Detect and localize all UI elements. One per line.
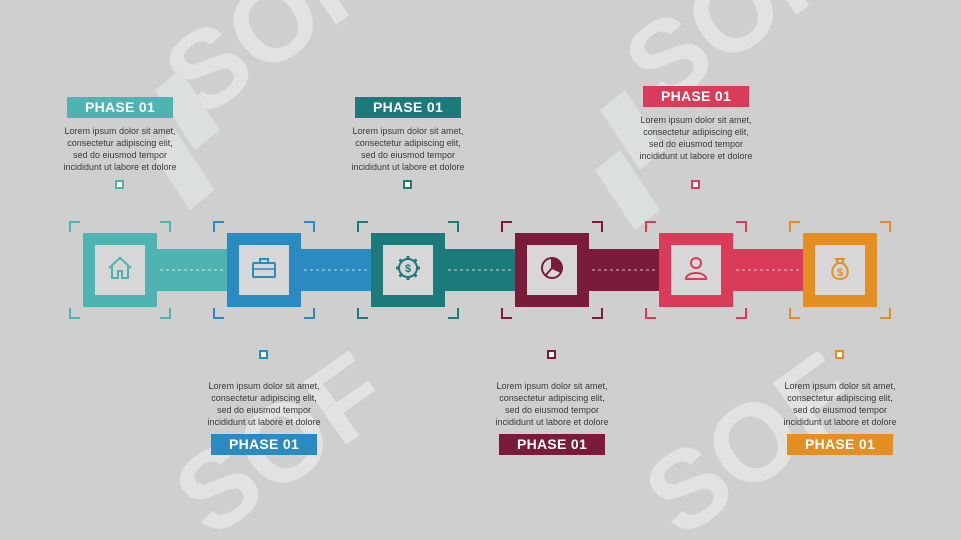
description-line: Lorem ipsum dolor sit amet, bbox=[784, 381, 896, 391]
description-line: incididunt ut labore et dolore bbox=[495, 417, 609, 427]
svg-text:$: $ bbox=[405, 263, 411, 275]
description-line: Lorem ipsum dolor sit amet, bbox=[352, 126, 464, 136]
corner-bracket bbox=[69, 221, 171, 319]
phase-marker bbox=[835, 350, 844, 359]
corner-bracket bbox=[645, 221, 747, 319]
description-line: sed do eiusmod tempor bbox=[72, 150, 168, 160]
corner-bracket bbox=[213, 221, 315, 319]
phase-marker bbox=[115, 180, 124, 189]
description-line: sed do eiusmod tempor bbox=[216, 405, 312, 415]
description-line: incididunt ut labore et dolore bbox=[207, 417, 321, 427]
phase-node-inner bbox=[95, 245, 145, 295]
phase-label: PHASE 01 bbox=[67, 97, 173, 118]
phase-node-inner bbox=[527, 245, 577, 295]
phase-label: PHASE 01 bbox=[787, 434, 893, 455]
phase-node-inner bbox=[239, 245, 289, 295]
phase-node-inner bbox=[671, 245, 721, 295]
home-icon bbox=[105, 253, 135, 288]
phase-description: Lorem ipsum dolor sit amet, consectetur a… bbox=[45, 125, 195, 173]
phase-marker bbox=[547, 350, 556, 359]
phase-node-inner: $ bbox=[383, 245, 433, 295]
description-line: consectetur adipiscing elit, bbox=[355, 138, 461, 148]
description-line: sed do eiusmod tempor bbox=[504, 405, 600, 415]
money-bag-icon: $ bbox=[825, 253, 855, 288]
description-line: incididunt ut labore et dolore bbox=[639, 151, 753, 161]
description-line: consectetur adipiscing elit, bbox=[643, 127, 749, 137]
description-line: consectetur adipiscing elit, bbox=[499, 393, 605, 403]
description-line: incididunt ut labore et dolore bbox=[351, 162, 465, 172]
phase-description: Lorem ipsum dolor sit amet, consectetur a… bbox=[621, 114, 771, 162]
phase-marker bbox=[403, 180, 412, 189]
phase-marker bbox=[691, 180, 700, 189]
corner-bracket bbox=[357, 221, 459, 319]
description-line: incididunt ut labore et dolore bbox=[783, 417, 897, 427]
phase-label: PHASE 01 bbox=[643, 86, 749, 107]
phase-node bbox=[515, 233, 589, 307]
description-line: sed do eiusmod tempor bbox=[360, 150, 456, 160]
corner-bracket bbox=[501, 221, 603, 319]
description-line: consectetur adipiscing elit, bbox=[787, 393, 893, 403]
phase-description: Lorem ipsum dolor sit amet, consectetur a… bbox=[477, 380, 627, 428]
user-icon bbox=[681, 253, 711, 288]
description-line: sed do eiusmod tempor bbox=[648, 139, 744, 149]
phase-node bbox=[659, 233, 733, 307]
phase-node: $ bbox=[803, 233, 877, 307]
description-line: consectetur adipiscing elit, bbox=[67, 138, 173, 148]
description-line: sed do eiusmod tempor bbox=[792, 405, 888, 415]
phase-description: Lorem ipsum dolor sit amet, consectetur a… bbox=[765, 380, 915, 428]
phase-description: Lorem ipsum dolor sit amet, consectetur a… bbox=[189, 380, 339, 428]
description-line: Lorem ipsum dolor sit amet, bbox=[208, 381, 320, 391]
corner-bracket bbox=[789, 221, 891, 319]
phase-description: Lorem ipsum dolor sit amet, consectetur a… bbox=[333, 125, 483, 173]
pie-chart-icon bbox=[537, 253, 567, 288]
phase-marker bbox=[259, 350, 268, 359]
description-line: Lorem ipsum dolor sit amet, bbox=[640, 115, 752, 125]
phase-node bbox=[227, 233, 301, 307]
description-line: Lorem ipsum dolor sit amet, bbox=[496, 381, 608, 391]
dollar-gear-icon: $ bbox=[393, 253, 423, 288]
description-line: Lorem ipsum dolor sit amet, bbox=[64, 126, 176, 136]
description-line: consectetur adipiscing elit, bbox=[211, 393, 317, 403]
phase-label: PHASE 01 bbox=[499, 434, 605, 455]
svg-text:$: $ bbox=[837, 267, 843, 279]
phase-label: PHASE 01 bbox=[355, 97, 461, 118]
phase-node: $ bbox=[371, 233, 445, 307]
briefcase-icon bbox=[249, 253, 279, 288]
description-line: incididunt ut labore et dolore bbox=[63, 162, 177, 172]
phase-node bbox=[83, 233, 157, 307]
phase-node-inner: $ bbox=[815, 245, 865, 295]
phase-label: PHASE 01 bbox=[211, 434, 317, 455]
